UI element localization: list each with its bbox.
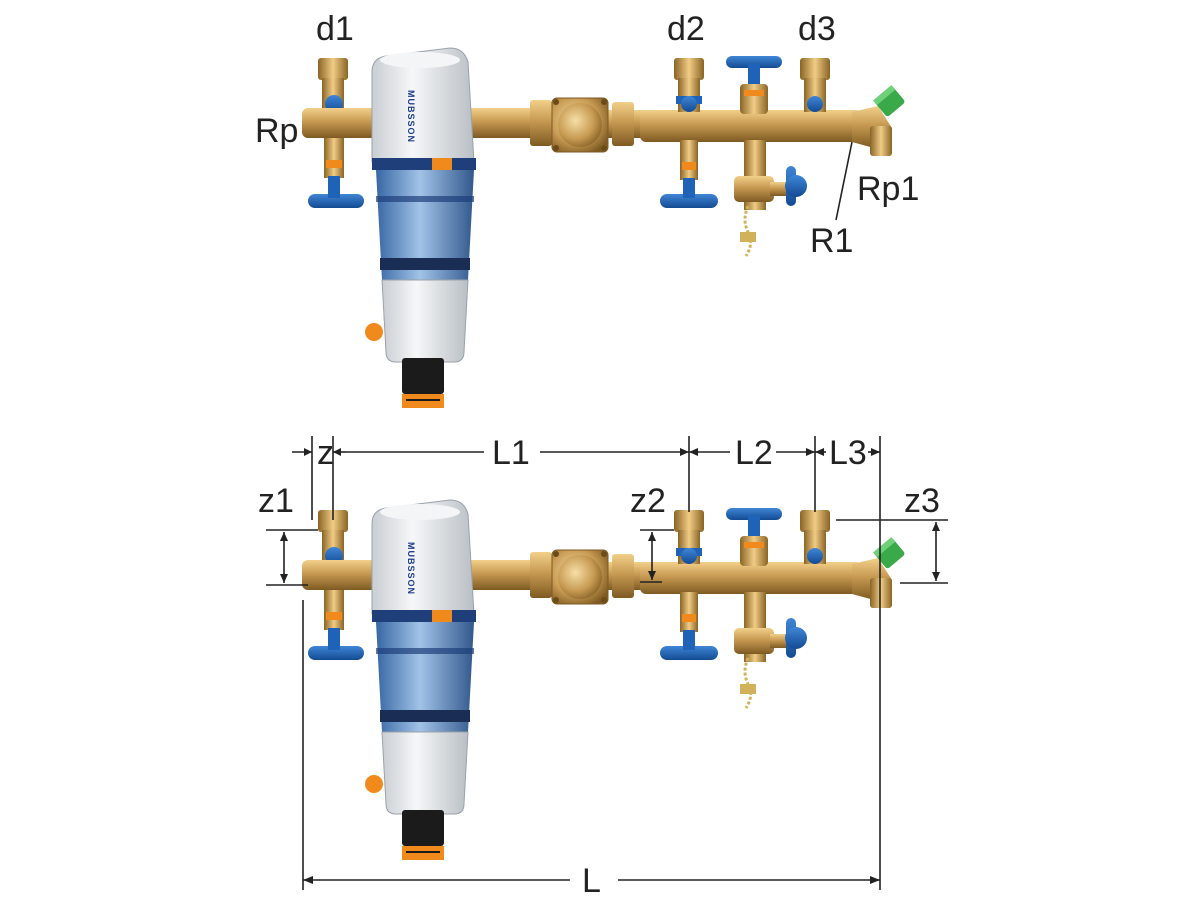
label-l1: L1 — [492, 434, 530, 472]
arrow-z1-top — [280, 532, 288, 541]
arrow-l3-right — [871, 448, 880, 456]
label-l: L — [582, 862, 601, 900]
arrow-l1-right — [680, 448, 689, 456]
arrow-l-right — [870, 876, 880, 884]
label-rp: Rp — [255, 112, 298, 150]
arrow-z3-top — [932, 522, 940, 531]
arrow-z-right — [333, 448, 341, 456]
arrow-l-left — [303, 876, 313, 884]
label-l2: L2 — [735, 434, 773, 472]
leader-r1 — [835, 141, 853, 221]
top-assembly-view: MUBSSON d1 d2 d3 Rp Rp1 R1 — [255, 10, 919, 410]
label-d3: d3 — [798, 10, 836, 48]
arrow-l2-left — [689, 448, 698, 456]
label-l3: L3 — [829, 434, 867, 472]
label-d2: d2 — [667, 10, 705, 48]
label-r1: R1 — [810, 222, 853, 260]
label-z: z — [317, 434, 334, 472]
arrow-z1-bottom — [280, 574, 288, 583]
label-d1: d1 — [316, 10, 354, 48]
filter-manifold-bottom — [300, 498, 908, 862]
brand-text-bottom: MUBSSON — [406, 542, 416, 595]
brand-text-top: MUBSSON — [406, 90, 416, 143]
arrow-z2-bottom — [648, 571, 656, 580]
bottom-assembly-view: MUBSSON z L1 L2 L3 z1 — [258, 434, 948, 900]
label-z1: z1 — [258, 482, 294, 520]
arrow-l2-right — [806, 448, 815, 456]
label-rp1: Rp1 — [857, 170, 919, 208]
arrow-z3-bottom — [932, 572, 940, 581]
label-z3: z3 — [904, 482, 940, 520]
label-z2: z2 — [630, 482, 666, 520]
arrow-z2-top — [648, 532, 656, 541]
arrow-z-left — [304, 448, 312, 456]
